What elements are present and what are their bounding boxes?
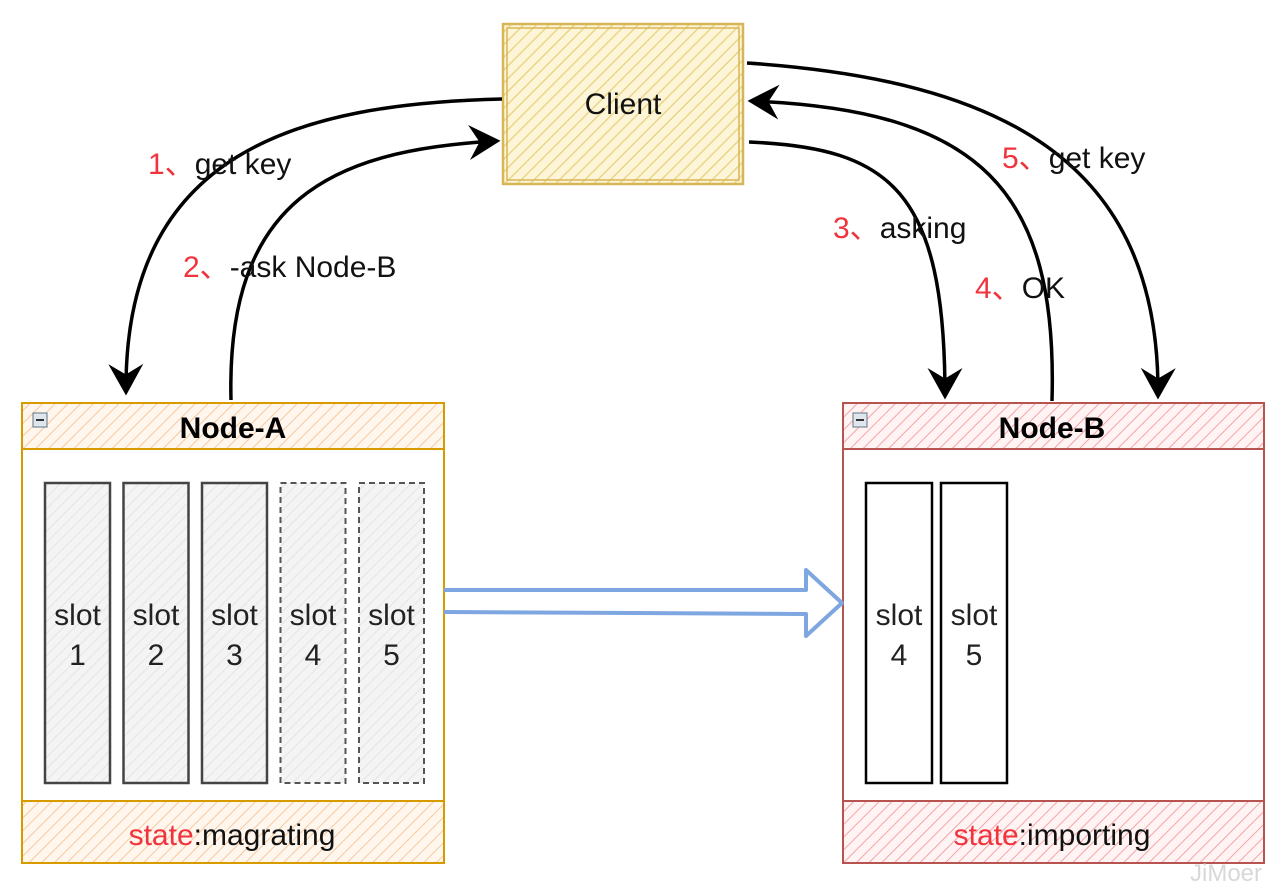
node-b-slot-label: slot 5 <box>951 599 998 672</box>
node-b-slots: slot 4 slot 5 <box>864 481 1009 785</box>
node-a-slot-word: slot <box>211 599 258 632</box>
arrow-step-4 <box>747 84 1055 402</box>
step-1-number: 1、 <box>148 148 195 181</box>
node-a-slot-label: slot 5 <box>368 599 415 672</box>
node-b-slot-number: 4 <box>891 639 908 672</box>
migration-arrow <box>443 568 844 638</box>
arrow-step-2 <box>229 125 501 401</box>
arrow-step-5 <box>746 61 1176 400</box>
step-4-number: 4、 <box>975 272 1022 305</box>
step-2-label: 2、-ask Node-B <box>183 251 396 284</box>
node-b-title: Node-B <box>999 412 1106 445</box>
node-b-collapse-icon[interactable] <box>852 412 868 428</box>
step-5-number: 5、 <box>1002 142 1049 175</box>
node-b-state: state:importing <box>954 819 1151 852</box>
watermark: JiMoer <box>1190 860 1262 887</box>
arrow-step-3 <box>748 140 963 400</box>
node-a-slot-5: slot 5 <box>358 482 425 784</box>
node-a-slot-number: 1 <box>69 639 86 672</box>
node-a-slot-number: 3 <box>226 639 243 672</box>
node-b-state-key: state <box>954 819 1019 852</box>
node-a-slot-word: slot <box>54 599 101 632</box>
client-box: Client <box>501 22 745 186</box>
flow-arrows <box>108 61 1176 402</box>
step-5-text: get key <box>1049 142 1146 175</box>
node-a-slot-label: slot 1 <box>54 599 101 672</box>
step-3-text: asking <box>880 212 967 245</box>
node-a-slot-1: slot 1 <box>43 481 112 785</box>
step-3-label: 3、asking <box>833 212 966 245</box>
step-2-text: -ask Node-B <box>230 251 397 284</box>
node-a-slot-label: slot 4 <box>290 599 337 672</box>
node-b-slot-number: 5 <box>966 639 983 672</box>
arrow-step-1 <box>108 97 503 396</box>
node-a-slot-label: slot 2 <box>133 599 180 672</box>
node-a-state: state:magrating <box>129 819 336 852</box>
node-a-slot-2: slot 2 <box>122 481 190 785</box>
node-a-state-key: state <box>129 819 194 852</box>
node-b-slot-4: slot 4 <box>864 481 934 785</box>
step-3-number: 3、 <box>833 212 880 245</box>
node-a-title: Node-A <box>180 412 287 445</box>
step-1-text: get key <box>195 148 292 181</box>
step-4-text: OK <box>1022 272 1065 305</box>
node-b-slot-label: slot 4 <box>876 599 923 672</box>
step-1-label: 1、get key <box>148 148 291 181</box>
step-5-label: 5、get key <box>1002 142 1145 175</box>
node-a-collapse-icon[interactable] <box>32 412 48 428</box>
node-a-slot-word: slot <box>133 599 180 632</box>
node-a-slot-number: 2 <box>148 639 165 672</box>
node-b-slot-5: slot 5 <box>939 481 1009 785</box>
client-label: Client <box>585 88 662 121</box>
node-a-slot-number: 5 <box>383 639 400 672</box>
node-b-slot-word: slot <box>951 599 998 632</box>
node-a-slot-4: slot 4 <box>279 482 347 784</box>
node-a-slot-word: slot <box>290 599 337 632</box>
node-a-slot-number: 4 <box>305 639 322 672</box>
node-b-slot-word: slot <box>876 599 923 632</box>
node-a-slot-3: slot 3 <box>200 481 269 785</box>
node-a-slot-word: slot <box>368 599 415 632</box>
step-2-number: 2、 <box>183 251 230 284</box>
step-labels: 1、get key 2、-ask Node-B 3、asking 4、OK 5、… <box>148 142 1145 305</box>
node-a-slots: slot 1 slot 2 slot 3 slot 4 slot 5 <box>43 481 425 785</box>
step-4-label: 4、OK <box>975 272 1065 305</box>
node-a-state-value: :magrating <box>194 819 336 852</box>
node-a-slot-label: slot 3 <box>211 599 258 672</box>
node-b-state-value: :importing <box>1019 819 1151 852</box>
